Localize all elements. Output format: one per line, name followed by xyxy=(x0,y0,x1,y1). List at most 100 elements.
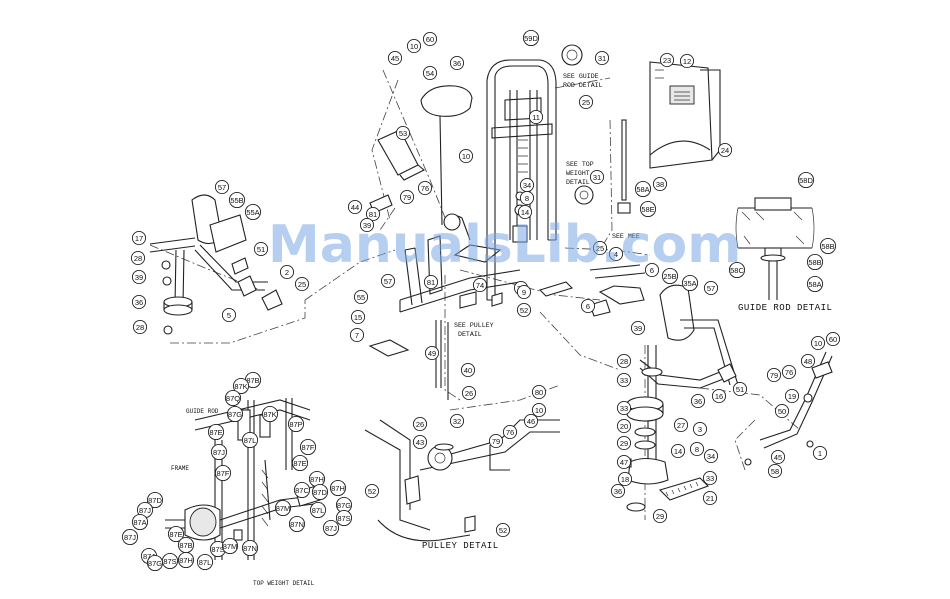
callout-bubble: 25B xyxy=(661,267,679,285)
note-see-top-weight-3: DETAIL xyxy=(566,179,590,186)
callout-circle xyxy=(424,345,440,361)
callout-circle xyxy=(287,415,305,433)
callout-label: 87J xyxy=(139,506,151,515)
callout-label: 87E xyxy=(169,530,182,539)
callout-label: 25B xyxy=(663,272,676,281)
callout-bubble: 33 xyxy=(702,470,718,486)
callout-label: 21 xyxy=(706,494,714,503)
callout-bubble: 25 xyxy=(294,276,310,292)
callout-bubble: 58A xyxy=(634,180,652,198)
callout-label: 76 xyxy=(421,184,429,193)
callout-label: 87S xyxy=(211,545,224,554)
callout-label: 25 xyxy=(298,280,306,289)
callout-bubble: 35A xyxy=(681,274,699,292)
callout-label: 6 xyxy=(586,302,590,311)
callout-bubble: 87H xyxy=(329,479,347,497)
callout-bubble: 87N xyxy=(241,539,259,557)
callout-label: 87A xyxy=(133,518,146,527)
callout-circle xyxy=(399,189,415,205)
callout-label: 5 xyxy=(227,311,231,320)
callout-label: 29 xyxy=(620,439,628,448)
callout-label: 25 xyxy=(596,244,604,253)
callout-circle xyxy=(177,551,195,569)
callout-bubble: 50 xyxy=(774,403,790,419)
callout-circle xyxy=(161,552,179,570)
callout-circle xyxy=(689,441,705,457)
callout-label: 29 xyxy=(656,512,664,521)
callout-circle xyxy=(131,269,147,285)
callout-label: 40 xyxy=(464,366,472,375)
callout-circle xyxy=(241,431,259,449)
callout-label: 55 xyxy=(357,293,365,302)
callout-label: 28 xyxy=(136,323,144,332)
callout-circle xyxy=(767,463,783,479)
callout-label: 6 xyxy=(650,266,654,275)
callout-circle xyxy=(221,537,239,555)
shroud-panel xyxy=(649,61,721,169)
callout-circle xyxy=(670,443,686,459)
callout-circle xyxy=(350,309,366,325)
callout-label: 33 xyxy=(706,474,714,483)
callout-label: 43 xyxy=(416,438,424,447)
callout-circle xyxy=(214,464,232,482)
callout-bubble: 39 xyxy=(630,320,646,336)
callout-bubble: 33 xyxy=(616,400,632,416)
callout-bubble: 87C xyxy=(293,481,311,499)
callout-label: 26 xyxy=(416,420,424,429)
callout-label: 1 xyxy=(818,449,822,458)
callout-circle xyxy=(253,241,269,257)
callout-circle xyxy=(617,471,633,487)
callout-circle xyxy=(291,454,309,472)
callout-label: 87L xyxy=(199,558,212,567)
callout-bubble: 87S xyxy=(161,552,179,570)
callout-label: 87Q xyxy=(226,394,240,403)
callout-circle xyxy=(294,276,310,292)
callout-circle xyxy=(226,405,244,423)
callout-label: 87G xyxy=(148,559,162,568)
callout-circle xyxy=(659,52,675,68)
callout-bubble: 87G xyxy=(226,405,244,423)
callout-label: 80 xyxy=(535,388,543,397)
callout-bubble: 74 xyxy=(472,277,488,293)
callout-label: 17 xyxy=(135,234,143,243)
callout-bubble: 28 xyxy=(130,250,146,266)
callout-bubble: 46 xyxy=(523,413,539,429)
right-lever xyxy=(744,351,833,466)
callout-bubble: 76 xyxy=(781,364,797,380)
callout-circle xyxy=(322,519,340,537)
callout-bubble: 55 xyxy=(353,289,369,305)
callout-circle xyxy=(130,250,146,266)
callout-circle xyxy=(589,169,605,185)
callout-label: 4 xyxy=(614,250,618,259)
callout-circle xyxy=(412,434,428,450)
callout-label: 34 xyxy=(523,181,531,190)
callout-bubble: 6 xyxy=(644,262,660,278)
callout-label: 52 xyxy=(520,306,528,315)
callout-circle xyxy=(335,509,353,527)
callout-bubble: 10 xyxy=(531,402,547,418)
callout-bubble: 87J xyxy=(322,519,340,537)
callout-label: 45 xyxy=(391,54,399,63)
callout-label: 58E xyxy=(641,205,654,214)
callout-circle xyxy=(578,94,594,110)
callout-circle xyxy=(461,385,477,401)
callout-circle xyxy=(146,491,164,509)
callout-bubble: 39 xyxy=(131,269,147,285)
callout-label: 19 xyxy=(788,392,796,401)
callout-label: 20 xyxy=(620,422,628,431)
callout-label: 52 xyxy=(499,526,507,535)
callout-label: 49 xyxy=(428,349,436,358)
callout-bubble: 33 xyxy=(616,372,632,388)
callout-circle xyxy=(594,50,610,66)
callout-circle xyxy=(516,284,532,300)
callout-label: 27 xyxy=(677,421,685,430)
callout-bubble: 58D xyxy=(797,171,815,189)
callout-label: 51 xyxy=(736,385,744,394)
callout-circle xyxy=(422,31,438,47)
callout-bubble: 31 xyxy=(594,50,610,66)
callout-bubble: 36 xyxy=(690,393,706,409)
callout-bubble: 79 xyxy=(766,367,782,383)
callout-bubble: 34 xyxy=(519,177,535,193)
callout-circle xyxy=(703,448,719,464)
